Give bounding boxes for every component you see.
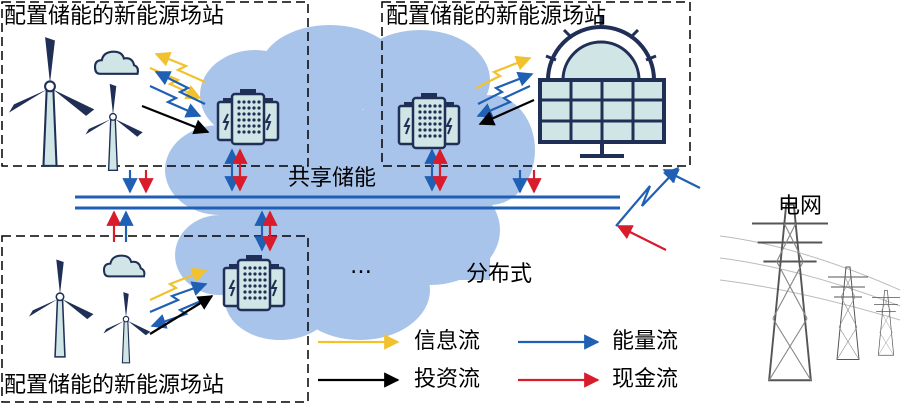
wind-turbine-small-icon bbox=[102, 291, 151, 364]
distributed-label: 分布式 bbox=[466, 262, 533, 287]
wind-turbine-icon bbox=[28, 258, 95, 358]
shared-storage-label: 共享储能 bbox=[288, 166, 377, 191]
wind-turbine-small-icon bbox=[84, 83, 144, 171]
cloud-icon bbox=[102, 254, 146, 278]
flow-arrows-bottom-left bbox=[149, 267, 214, 335]
station-box-bottom-left bbox=[1, 235, 309, 403]
flow-arrows-top-right bbox=[475, 55, 535, 126]
station-title-top-right: 配置储能的新能源场站 bbox=[386, 4, 607, 29]
power-grid-pylons-icon bbox=[719, 203, 900, 382]
legend-cash-label: 现金流 bbox=[612, 367, 679, 392]
flow-arrows-top-left bbox=[141, 51, 210, 135]
ellipsis-label: … bbox=[350, 254, 372, 279]
grid-label: 电网 bbox=[778, 194, 823, 219]
station-title-top-left: 配置储能的新能源场站 bbox=[4, 4, 225, 29]
station-box-top-right bbox=[381, 1, 691, 167]
vertical-flow-arrows bbox=[106, 148, 542, 252]
wind-turbine-icon bbox=[7, 36, 96, 167]
legend-info-label: 信息流 bbox=[414, 329, 481, 354]
station-title-bottom-left: 配置储能的新能源场站 bbox=[4, 373, 225, 398]
cloud-icon bbox=[93, 50, 139, 75]
solar-panel-icon bbox=[538, 16, 666, 158]
grid-flow-arrows bbox=[615, 166, 701, 251]
legend-energy-label: 能量流 bbox=[612, 329, 679, 354]
station-box-top-left bbox=[1, 1, 309, 167]
legend-investment-label: 投资流 bbox=[414, 367, 481, 392]
legend-arrows bbox=[318, 334, 600, 388]
